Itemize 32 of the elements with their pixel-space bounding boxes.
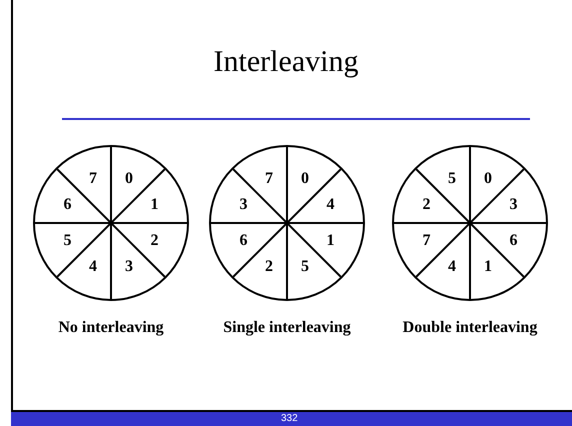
sector-number: 4: [86, 258, 100, 276]
disk-caption: Double interleaving: [402, 319, 538, 337]
sector-number: 6: [60, 196, 74, 214]
sector-number: 2: [148, 232, 162, 250]
sector-number: 5: [60, 232, 74, 250]
sector-number: 7: [86, 170, 100, 188]
disk-drawing: [392, 145, 548, 301]
page-number: 332: [281, 412, 298, 426]
disk-drawing: [209, 145, 365, 301]
sector-number: 3: [506, 196, 521, 214]
sector-number: 6: [506, 232, 521, 250]
sector-number: 1: [324, 232, 338, 250]
sector-number: 2: [262, 258, 276, 276]
slide-title: Interleaving: [214, 44, 358, 80]
sector-number: 0: [298, 170, 312, 188]
sector-number: 3: [122, 258, 136, 276]
sector-number: 4: [324, 196, 338, 214]
sector-number: 7: [262, 170, 276, 188]
sector-number: 3: [236, 196, 250, 214]
disk-drawing: [33, 145, 189, 301]
sector-number: 0: [481, 170, 496, 188]
sector-number: 0: [122, 170, 136, 188]
sector-number: 2: [419, 196, 434, 214]
sector-number: 4: [444, 258, 459, 276]
sector-number: 1: [148, 196, 162, 214]
disk-caption: No interleaving: [58, 319, 164, 337]
sector-number: 1: [481, 258, 496, 276]
sector-number: 6: [236, 232, 250, 250]
disk-caption: Single interleaving: [223, 319, 351, 337]
sector-number: 5: [298, 258, 312, 276]
sector-number: 7: [419, 232, 434, 250]
sector-number: 5: [444, 170, 459, 188]
